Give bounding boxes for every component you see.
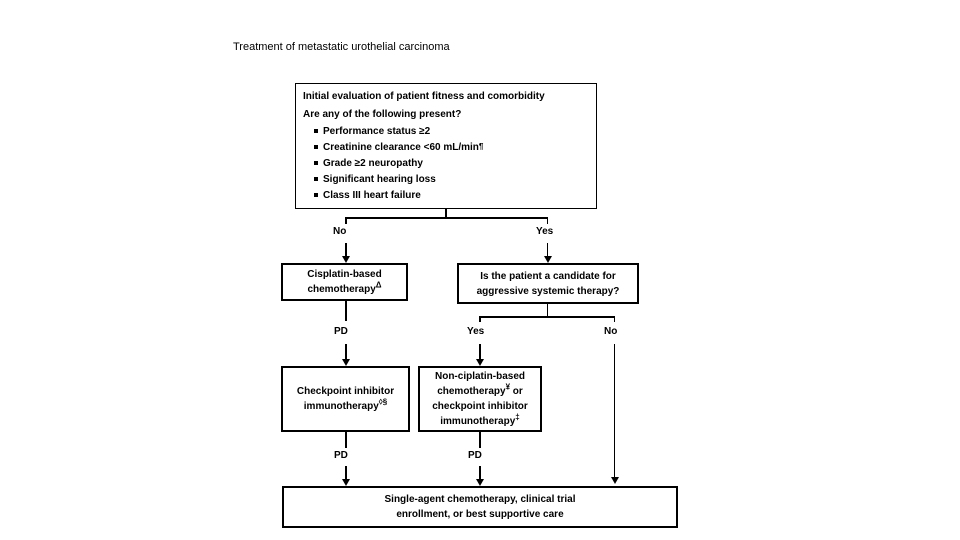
pd-label: PD [334, 450, 348, 461]
arrow-down-icon [342, 479, 350, 486]
branch-label-no: No [333, 226, 347, 237]
bullet-item: Class III heart failure [303, 187, 589, 203]
arrow-down-icon [342, 256, 350, 263]
connector-line [613, 316, 615, 322]
bullet-square-icon [314, 177, 318, 181]
node-text: chemotherapy [307, 284, 376, 295]
bullet-item: Significant hearing loss [303, 171, 589, 187]
bullet-square-icon [314, 161, 318, 165]
footnote-marker: ◊§ [378, 397, 388, 407]
node-text: checkpoint inhibitor [432, 401, 528, 412]
bullet-square-icon [314, 129, 318, 133]
connector-line [479, 466, 481, 479]
node-text: Non-ciplatin-based [434, 371, 525, 382]
node-text: Cisplatin-based [307, 269, 382, 280]
arrow-down-icon [610, 477, 619, 484]
bullet-square-icon [314, 193, 318, 197]
connector-line [345, 217, 548, 219]
connector-line [546, 304, 548, 316]
footnote-marker: ‡ [515, 412, 520, 422]
connector-line [479, 344, 481, 359]
pd-label: PD [334, 326, 348, 337]
cisplatin-chemotherapy-box: Cisplatin-based chemotherapyΔ [281, 263, 408, 301]
bullet-text: Creatinine clearance <60 mL/min [323, 141, 479, 153]
non-cisplatin-chemotherapy-box: Non-ciplatin-based chemotherapy¥ or chec… [418, 366, 542, 432]
bullet-item: Grade ≥2 neuropathy [303, 155, 589, 171]
connector-line [345, 243, 347, 256]
arrow-down-icon [342, 359, 350, 366]
branch-label-no: No [604, 326, 618, 337]
node-text: Single-agent chemotherapy, clinical tria… [384, 494, 576, 505]
node-text: or [510, 386, 523, 397]
node-text: enrollment, or best supportive care [396, 509, 564, 520]
branch-label-yes: Yes [536, 226, 554, 237]
bullet-text: Grade ≥2 neuropathy [323, 157, 423, 169]
connector-line [345, 466, 347, 479]
bullet-text: Class III heart failure [323, 189, 421, 201]
node-text: Checkpoint inhibitor [296, 386, 395, 397]
arrow-down-icon [476, 479, 484, 486]
bullet-item: Creatinine clearance <60 mL/min¶ [303, 139, 589, 155]
node-text: Is the patient a candidate for [480, 270, 616, 282]
node-text: immunotherapy [303, 401, 379, 412]
outcome-box: Single-agent chemotherapy, clinical tria… [282, 486, 678, 528]
arrow-down-icon [543, 256, 552, 263]
branch-label-yes: Yes [467, 326, 485, 337]
node-text: immunotherapy [440, 416, 516, 427]
initial-evaluation-box: Initial evaluation of patient fitness an… [295, 83, 597, 209]
footnote-marker: ¥ [505, 382, 511, 392]
bullet-text: Significant hearing loss [323, 173, 436, 185]
bullet-item: Performance status ≥2 [303, 123, 589, 139]
pd-label: PD [468, 450, 482, 461]
connector-line [445, 209, 447, 217]
connector-line [345, 344, 347, 359]
connector-line [546, 217, 548, 224]
connector-line [479, 316, 481, 322]
bullet-text: Performance status ≥2 [323, 125, 431, 137]
connector-line [345, 217, 347, 224]
criteria-bullet-list: Performance status ≥2 Creatinine clearan… [303, 123, 589, 203]
connector-line [546, 243, 548, 256]
checkpoint-inhibitor-box: Checkpoint inhibitor immunotherapy◊§ [281, 366, 410, 432]
connector-line [345, 432, 347, 448]
initial-evaluation-question: Are any of the following present? [303, 109, 462, 120]
connector-line [345, 301, 347, 321]
arrow-down-icon [476, 359, 484, 366]
connector-line [613, 344, 615, 477]
slide-title: Treatment of metastatic urothelial carci… [233, 41, 450, 53]
connector-line [479, 432, 481, 448]
bullet-square-icon [314, 145, 318, 149]
node-text: chemotherapy [437, 386, 506, 397]
initial-evaluation-heading: Initial evaluation of patient fitness an… [303, 91, 545, 102]
aggressive-therapy-candidate-box: Is the patient a candidate for aggressiv… [457, 263, 639, 304]
node-text: aggressive systemic therapy? [476, 285, 620, 297]
connector-line [479, 316, 615, 318]
footnote-marker: Δ [375, 280, 382, 290]
